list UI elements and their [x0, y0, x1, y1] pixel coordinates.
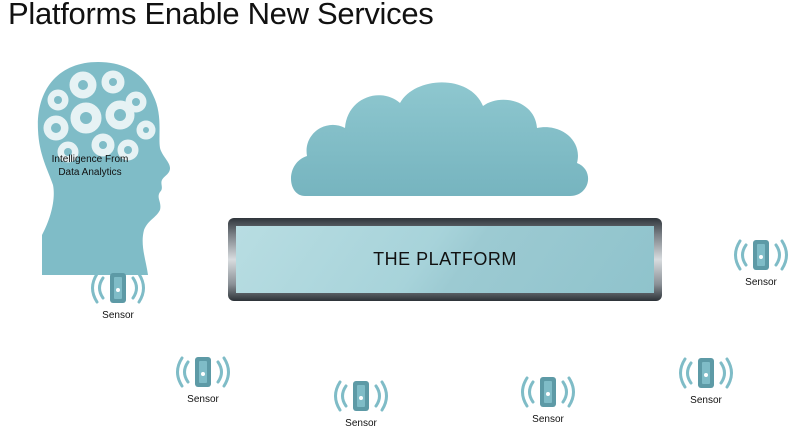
platform-panel: THE PLATFORM — [236, 226, 654, 293]
sensor-icon — [334, 380, 388, 412]
sensor-icon — [734, 239, 788, 271]
platform-bar: THE PLATFORM — [228, 218, 662, 301]
sensor-label: Sensor — [187, 394, 219, 405]
sensor-node: Sensor — [513, 374, 583, 436]
head-gears-icon — [28, 60, 178, 275]
sensor-label: Sensor — [102, 310, 134, 321]
sensor-icon — [679, 357, 733, 389]
sensor-node: Sensor — [326, 378, 396, 440]
sensor-icon — [91, 272, 145, 304]
platform-label: THE PLATFORM — [373, 249, 517, 269]
sensor-icon — [176, 356, 230, 388]
sensor-node: Sensor — [726, 237, 796, 299]
sensor-label: Sensor — [745, 277, 777, 288]
sensor-node: Sensor — [168, 354, 238, 416]
head-label: Intelligence From Data Analytics — [51, 154, 129, 178]
sensor-icon — [521, 376, 575, 408]
cloud-icon — [285, 78, 595, 198]
sensor-node: Sensor — [671, 355, 741, 417]
sensor-label: Sensor — [345, 418, 377, 429]
sensor-label: Sensor — [690, 395, 722, 406]
page-title: Platforms Enable New Services — [8, 0, 434, 31]
sensor-node: Sensor — [83, 270, 153, 332]
sensor-label: Sensor — [532, 414, 564, 425]
